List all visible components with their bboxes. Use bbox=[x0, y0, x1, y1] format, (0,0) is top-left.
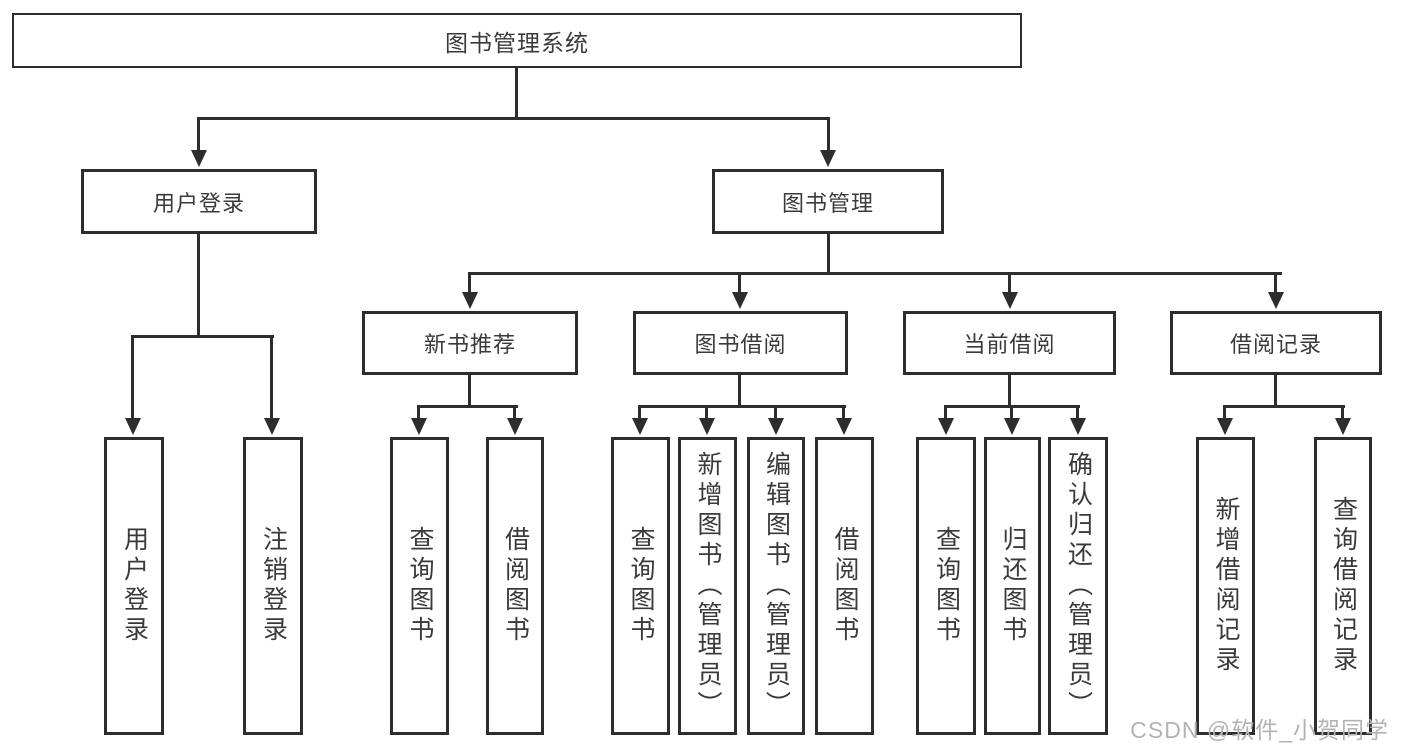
leaf-bb-query-books-label: 查询图书 bbox=[627, 526, 655, 646]
arrowhead-book-borrowing bbox=[732, 292, 748, 309]
leaf-bb-add-books-admin-label: 新增图书（管理员） bbox=[694, 451, 722, 721]
arrowhead-br-query bbox=[1335, 418, 1351, 435]
csdn-watermark: CSDN @软件_小贺同学 bbox=[1130, 717, 1389, 743]
arrowhead-book-management bbox=[820, 150, 836, 167]
arrowhead-bb-add bbox=[699, 418, 715, 435]
leaf-cb-confirm-return-admin-label: 确认归还（管理员） bbox=[1064, 451, 1093, 721]
leaf-nb-query-books: 查询图书 bbox=[390, 437, 449, 735]
connector-shaft-nb-query bbox=[417, 405, 420, 420]
connector-newbook-bar bbox=[417, 405, 518, 408]
connector-newbook-stem bbox=[468, 375, 471, 405]
connector-shaft-cb-confirm bbox=[1076, 405, 1079, 420]
arrowhead-bb-borrow bbox=[836, 418, 852, 435]
leaf-cb-query-books: 查询图书 bbox=[916, 437, 976, 735]
connector-shaft-nb-borrow bbox=[513, 405, 516, 420]
leaf-cb-return-books: 归还图书 bbox=[984, 437, 1041, 735]
connector-shaft-user-login bbox=[197, 117, 200, 150]
leaf-bb-edit-books-admin-label: 编辑图书（管理员） bbox=[762, 451, 791, 721]
arrowhead-nb-query bbox=[411, 418, 427, 435]
leaf-logout-label: 注销登录 bbox=[259, 526, 288, 646]
connector-shaft-borrowing-records bbox=[1274, 272, 1277, 294]
connector-records-stem bbox=[1274, 375, 1277, 405]
arrowhead-bb-edit bbox=[768, 418, 784, 435]
leaf-logout: 注销登录 bbox=[243, 437, 303, 735]
connector-bookmgmt-stem bbox=[827, 234, 830, 272]
connector-shaft-bb-edit bbox=[774, 405, 777, 420]
connector-root-bar bbox=[198, 117, 830, 120]
node-new-book-recommend: 新书推荐 bbox=[362, 311, 578, 375]
arrowhead-cb-confirm bbox=[1070, 418, 1086, 435]
leaf-br-add-record: 新增借阅记录 bbox=[1196, 437, 1255, 735]
leaf-bb-query-books: 查询图书 bbox=[611, 437, 670, 735]
connector-shaft-cb-return bbox=[1010, 405, 1013, 420]
node-borrowing-records: 借阅记录 bbox=[1170, 311, 1382, 375]
connector-shaft-new-book bbox=[468, 272, 471, 294]
node-user-login: 用户登录 bbox=[81, 169, 317, 234]
node-current-borrowing: 当前借阅 bbox=[903, 311, 1116, 375]
connector-shaft-bb-add bbox=[705, 405, 708, 420]
arrowhead-leaf-logout bbox=[264, 418, 280, 435]
connector-userlogin-bar bbox=[132, 335, 274, 338]
connector-currentborrow-stem bbox=[1008, 375, 1011, 405]
node-book-borrowing: 图书借阅 bbox=[633, 311, 848, 375]
arrowhead-new-book bbox=[462, 292, 478, 309]
arrowhead-leaf-user-login bbox=[125, 418, 141, 435]
leaf-cb-confirm-return-admin: 确认归还（管理员） bbox=[1048, 437, 1108, 735]
node-library-management-system: 图书管理系统 bbox=[12, 13, 1022, 68]
leaf-nb-borrow-books-label: 借阅图书 bbox=[501, 526, 530, 646]
connector-shaft-leaf-logout bbox=[270, 335, 273, 420]
connector-shaft-current-borrowing bbox=[1008, 272, 1011, 294]
connector-bookborrow-stem bbox=[738, 375, 741, 405]
connector-shaft-book-borrowing bbox=[738, 272, 741, 294]
arrowhead-borrowing-records bbox=[1268, 292, 1284, 309]
connector-shaft-cb-query bbox=[944, 405, 947, 420]
arrowhead-cb-return bbox=[1004, 418, 1020, 435]
arrowhead-current-borrowing bbox=[1002, 292, 1018, 309]
leaf-nb-query-books-label: 查询图书 bbox=[406, 526, 434, 646]
connector-shaft-br-query bbox=[1341, 405, 1344, 420]
connector-bookborrow-bar bbox=[638, 405, 846, 408]
arrowhead-bb-query bbox=[632, 418, 648, 435]
connector-bookmgmt-bar bbox=[469, 272, 1282, 275]
connector-shaft-br-add bbox=[1223, 405, 1226, 420]
arrowhead-user-login bbox=[191, 150, 207, 167]
connector-userlogin-stem bbox=[197, 234, 200, 335]
leaf-bb-borrow-books-label: 借阅图书 bbox=[831, 526, 859, 646]
connector-shaft-bb-borrow bbox=[842, 405, 845, 420]
arrowhead-cb-query bbox=[938, 418, 954, 435]
leaf-bb-borrow-books: 借阅图书 bbox=[815, 437, 874, 735]
leaf-user-login: 用户登录 bbox=[104, 437, 164, 735]
arrowhead-br-add bbox=[1217, 418, 1233, 435]
connector-shaft-leaf-user-login bbox=[131, 335, 134, 420]
leaf-nb-borrow-books: 借阅图书 bbox=[486, 437, 544, 735]
connector-shaft-bb-query bbox=[638, 405, 641, 420]
connector-records-bar bbox=[1223, 405, 1345, 408]
connector-shaft-book-management bbox=[827, 117, 830, 150]
leaf-cb-return-books-label: 归还图书 bbox=[999, 526, 1027, 646]
arrowhead-nb-borrow bbox=[507, 418, 523, 435]
leaf-bb-edit-books-admin: 编辑图书（管理员） bbox=[747, 437, 805, 735]
leaf-cb-query-books-label: 查询图书 bbox=[932, 526, 961, 646]
leaf-br-query-record: 查询借阅记录 bbox=[1314, 437, 1372, 735]
leaf-br-add-record-label: 新增借阅记录 bbox=[1212, 496, 1240, 676]
node-book-management: 图书管理 bbox=[712, 169, 944, 234]
connector-root-stem bbox=[515, 68, 518, 117]
leaf-bb-add-books-admin: 新增图书（管理员） bbox=[678, 437, 737, 735]
leaf-br-query-record-label: 查询借阅记录 bbox=[1329, 496, 1358, 676]
leaf-user-login-label: 用户登录 bbox=[120, 526, 149, 646]
